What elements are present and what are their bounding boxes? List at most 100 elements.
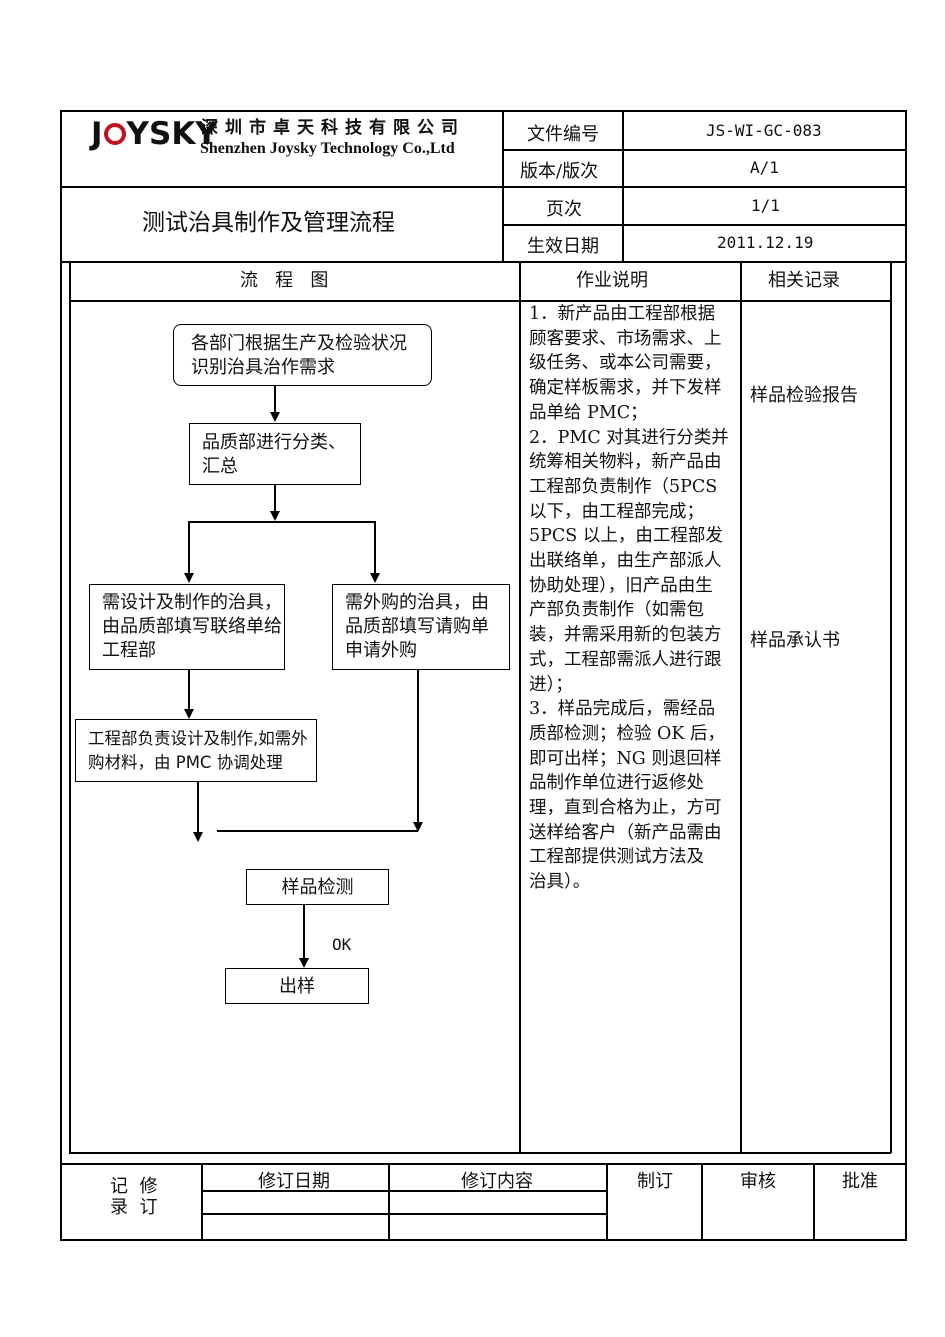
desc-line: 进）； [529, 674, 573, 695]
desc-line: 确定样板需求，并下发样 [529, 378, 722, 399]
rev-col-approve: 批准 [842, 1171, 878, 1192]
rev-col-content: 修订内容 [461, 1171, 533, 1192]
arrow-1-shaft [274, 386, 276, 416]
arrow-3-shaft [188, 670, 190, 712]
frame-left [60, 110, 62, 1241]
arrow-3-head [184, 709, 194, 719]
flow-step-engineering-build-text: 工程部负责设计及制作,如需外购材料，由 PMC 协调处理 [88, 729, 308, 772]
branch-right-shaft [374, 521, 376, 575]
rev-vdiv-review [813, 1163, 815, 1240]
column-header-flow: 流 程 图 [240, 270, 329, 291]
rev-vdiv-date [388, 1163, 390, 1240]
header-hline1 [502, 149, 907, 151]
body-inner-right [890, 261, 892, 1153]
logo-text-rest: YSKY [126, 116, 218, 152]
arrow-5-head [413, 822, 423, 832]
field-value-effective-date: 2011.12.19 [717, 233, 814, 252]
desc-line: 出联络单，由生产部派人 [529, 551, 722, 572]
ok-label: OK [332, 935, 352, 954]
flow-step-design-fixture-text: 需设计及制作的治具，由品质部填写联络单给工程部 [102, 591, 282, 663]
company-name-cn: 深圳市卓天科技有限公司 [201, 118, 465, 138]
flow-step-classify: 品质部进行分类、汇总 [189, 423, 361, 485]
desc-line: 工程部负责制作（5PCS [529, 476, 718, 497]
desc-line: 送样给客户（新产品需由 [529, 822, 722, 843]
arrow-1-head [270, 412, 280, 422]
field-value-version: A/1 [750, 158, 779, 177]
branch-left-shaft [188, 521, 190, 575]
description-block: 1．新产品由工程部根据 顾客要求、市场需求、上 级任务、或本公司需要， 确定样板… [529, 302, 737, 895]
desc-line: 品单给 PMC； [529, 402, 648, 423]
desc-line: 2．PMC 对其进行分类并 [529, 427, 729, 448]
field-value-doc-number: JS-WI-GC-083 [706, 121, 822, 140]
branch-left-head [184, 573, 194, 583]
field-value-page: 1/1 [751, 196, 780, 215]
desc-line: 5PCS 以上，由工程部发 [529, 526, 723, 547]
flow-step-purchase-fixture: 需外购的治具，由品质部填写请购单申请外购 [332, 584, 510, 670]
desc-line: 即可出样；NG 则退回样 [529, 748, 722, 769]
desc-line: 品制作单位进行返修处 [529, 773, 704, 794]
flow-step-design-fixture: 需设计及制作的治具，由品质部填写联络单给工程部 [89, 584, 285, 670]
flow-step-design-fixture-label: 需设计及制作的治具，由品质部填写联络单给工程部 [102, 592, 282, 661]
desc-line: 3．样品完成后，需经品 [529, 699, 716, 720]
arrow-5-shaft [417, 670, 419, 824]
field-label-effective-date: 生效日期 [527, 236, 599, 257]
col-div-2 [740, 261, 742, 1153]
frame-top [60, 110, 907, 112]
rev-hline-1 [201, 1190, 607, 1192]
arrow-2-shaft [274, 485, 276, 515]
desc-line: 1．新产品由工程部根据 [529, 304, 716, 324]
desc-line: 统筹相关物料，新产品由 [529, 452, 722, 473]
frame-right [905, 110, 907, 1241]
header-hline-title [60, 186, 503, 188]
record-sample-inspection-report: 样品检验报告 [750, 385, 858, 406]
field-label-version: 版本/版次 [520, 161, 599, 182]
field-label-doc-number: 文件编号 [527, 124, 599, 145]
flow-step-identify-needs-text: 各部门根据生产及检验状况识别治具治作需求 [191, 333, 407, 378]
desc-line: 式，工程部需派人进行跟 [529, 649, 722, 670]
desc-line: 顾客要求、市场需求、上 [529, 328, 722, 349]
desc-line: 理，直到合格为止，方可 [529, 798, 722, 819]
column-header-records: 相关记录 [768, 270, 840, 291]
branch-horizontal [188, 521, 375, 523]
header-hline3 [502, 224, 907, 226]
desc-line: 产部负责制作（如需包 [529, 600, 704, 621]
desc-line: 以下，由工程部完成； [529, 501, 704, 522]
rev-top [60, 1163, 907, 1165]
rev-label-bottom: 录 订 [110, 1197, 158, 1218]
desc-line: 级任务、或本公司需要， [529, 353, 722, 374]
record-sample-approval: 样品承认书 [750, 630, 840, 651]
flow-step-purchase-fixture-text: 需外购的治具，由品质部填写请购单申请外购 [345, 592, 489, 661]
arrow-6-shaft [303, 905, 305, 960]
col-header-bottom [69, 300, 891, 302]
col-div-1 [519, 261, 521, 1153]
rev-col-date: 修订日期 [258, 1171, 330, 1192]
desc-line: 质部检测；检验 OK 后， [529, 723, 726, 744]
flow-step-classify-text: 品质部进行分类、汇总 [202, 432, 346, 477]
rev-hline-2 [201, 1213, 607, 1215]
branch-right-head [370, 573, 380, 583]
desc-line: 治具）。 [529, 872, 591, 893]
desc-line: 工程部提供测试方法及 [529, 847, 704, 868]
flow-step-sample-test: 样品检测 [246, 869, 389, 905]
column-header-description: 作业说明 [576, 270, 648, 291]
flow-step-ship-sample-text: 出样 [279, 976, 315, 997]
rev-vdiv-content [606, 1163, 608, 1240]
flow-step-engineering-build: 工程部负责设计及制作,如需外购材料，由 PMC 协调处理 [75, 719, 317, 782]
desc-line: 协助处理），旧产品由生 [529, 575, 713, 596]
flow-step-identify-needs: 各部门根据生产及检验状况识别治具治作需求 [173, 324, 432, 386]
doc-title: 测试治具制作及管理流程 [142, 210, 395, 236]
body-inner-left [69, 261, 71, 1153]
company-name-en: Shenzhen Joysky Technology Co.,Ltd [200, 140, 455, 157]
flow-step-ship-sample: 出样 [225, 968, 369, 1004]
arrow-2-head [270, 511, 280, 521]
rev-label-top: 记 修 [110, 1176, 158, 1197]
header-bottom [60, 261, 907, 263]
rev-vdiv-make [701, 1163, 703, 1240]
merge-horizontal [217, 830, 418, 832]
arrow-4-shaft [197, 782, 199, 834]
header-hline2 [502, 186, 907, 188]
body-inner-bottom [69, 1152, 891, 1154]
rev-col-review: 审核 [740, 1171, 776, 1192]
rev-col-make: 制订 [637, 1171, 673, 1192]
